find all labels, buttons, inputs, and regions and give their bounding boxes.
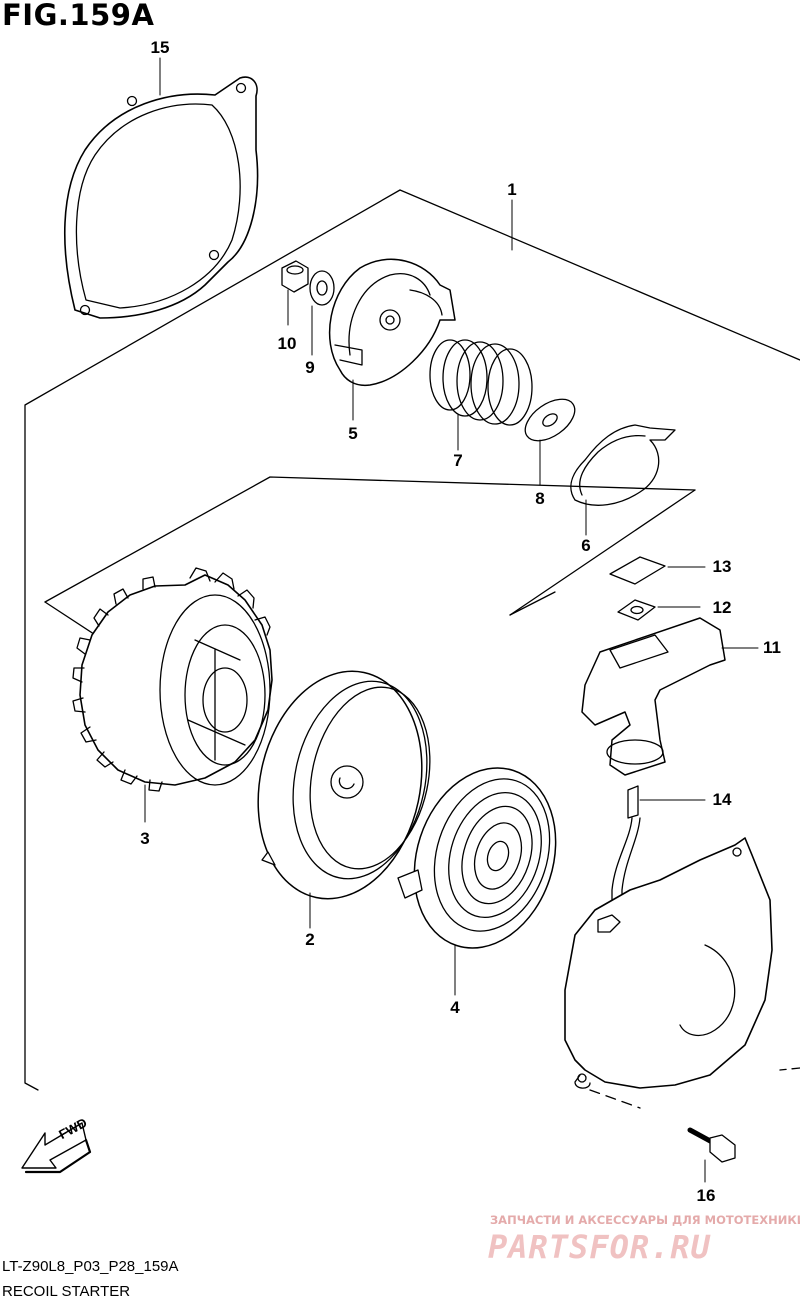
nut-10 (281, 260, 309, 293)
callout-15: 15 (150, 38, 170, 57)
callout-7: 7 (453, 451, 463, 470)
spring-7 (429, 339, 533, 426)
handle-11 (581, 617, 726, 776)
callout-3: 3 (140, 829, 150, 848)
reel-2 (257, 670, 431, 900)
callout-5: 5 (348, 424, 358, 443)
friction-plate-5 (328, 258, 456, 387)
inner-frame (44, 476, 696, 639)
diagram-code: LT-Z90L8_P03_P28_159A (2, 1258, 179, 1275)
callout-4: 4 (450, 998, 460, 1017)
recoil-spring-4 (397, 767, 557, 949)
gasket-15 (63, 76, 259, 319)
bolt-16 (687, 1127, 736, 1163)
callout-16: 16 (696, 1186, 716, 1205)
washer-9 (309, 270, 335, 306)
callout-9: 9 (305, 358, 315, 377)
assembly-frame (24, 189, 800, 1109)
label-13 (609, 556, 666, 585)
washer-8 (524, 398, 576, 442)
callout-8: 8 (535, 489, 545, 508)
callout-13: 13 (712, 557, 732, 576)
callout-12: 12 (712, 598, 732, 617)
callout-1: 1 (507, 180, 517, 199)
insert-12 (617, 599, 656, 621)
watermark-logo: PARTSFOR.RU (488, 1228, 711, 1266)
rope-14 (611, 785, 641, 921)
clip-6 (570, 424, 676, 506)
watermark-tagline: ЗАПЧАСТИ И АКСЕССУАРЫ ДЛЯ МОТОТЕХНИКИ (490, 1213, 800, 1227)
figure-title: FIG.159A (2, 0, 155, 32)
leader-lines (144, 57, 759, 1183)
starter-case-1 (564, 837, 773, 1089)
gear-reel-3 (72, 567, 273, 792)
callout-14: 14 (712, 790, 732, 809)
callout-10: 10 (277, 334, 297, 353)
callout-2: 2 (305, 930, 315, 949)
diagram-name: RECOIL STARTER (2, 1283, 131, 1300)
fwd-arrow (21, 1122, 92, 1174)
callout-6: 6 (581, 536, 591, 555)
callout-11: 11 (763, 638, 781, 657)
